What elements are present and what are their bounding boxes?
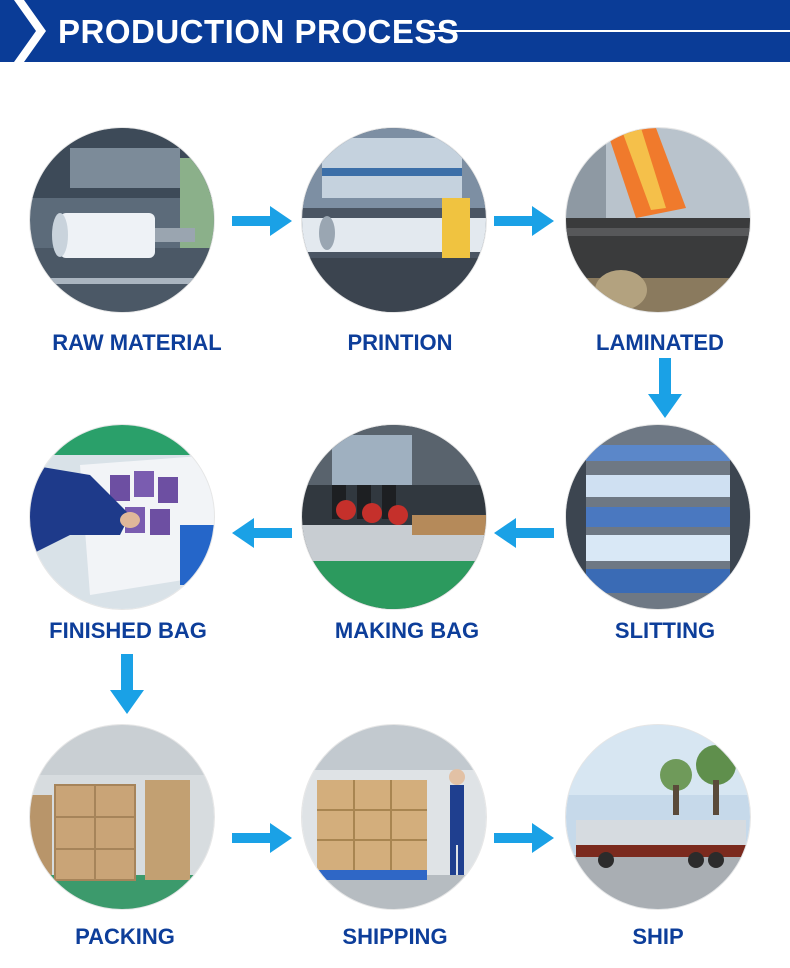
step-image-ship (566, 725, 750, 909)
arrow-down-icon (110, 654, 144, 714)
film-roll-machine-icon (30, 128, 214, 312)
warehouse-pallet-icon (302, 725, 486, 909)
arrow-right-icon (232, 206, 292, 236)
printing-machine-icon (302, 128, 486, 312)
step-label-finished-bag: FINISHED BAG (8, 618, 248, 644)
step-image-slitting (566, 425, 750, 609)
arrow-right-icon (494, 206, 554, 236)
step-label-shipping: SHIPPING (275, 924, 515, 950)
step-label-packing: PACKING (5, 924, 245, 950)
step-label-printion: PRINTION (280, 330, 520, 356)
header-chevron-icon (0, 0, 60, 62)
arrow-right-icon (232, 823, 292, 853)
step-image-packing (30, 725, 214, 909)
header-divider (428, 30, 790, 32)
slitting-machine-icon (566, 425, 750, 609)
step-label-making-bag: MAKING BAG (287, 618, 527, 644)
truck-icon (566, 725, 750, 909)
arrow-down-icon (648, 358, 682, 418)
step-image-making-bag (302, 425, 486, 609)
packed-cartons-icon (30, 725, 214, 909)
step-image-laminated (566, 128, 750, 312)
finished-bags-icon (30, 425, 214, 609)
arrow-left-icon (494, 518, 554, 548)
laminating-roller-icon (566, 128, 750, 312)
step-label-ship: SHIP (538, 924, 778, 950)
arrow-left-icon (232, 518, 292, 548)
step-image-printion (302, 128, 486, 312)
step-image-raw-material (30, 128, 214, 312)
header-bar: PRODUCTION PROCESS (0, 0, 790, 62)
step-image-finished-bag (30, 425, 214, 609)
step-label-slitting: SLITTING (545, 618, 785, 644)
step-label-raw-material: RAW MATERIAL (17, 330, 257, 356)
page-title: PRODUCTION PROCESS (58, 13, 459, 51)
arrow-right-icon (494, 823, 554, 853)
bag-making-machine-icon (302, 425, 486, 609)
step-label-laminated: LAMINATED (540, 330, 780, 356)
step-image-shipping (302, 725, 486, 909)
